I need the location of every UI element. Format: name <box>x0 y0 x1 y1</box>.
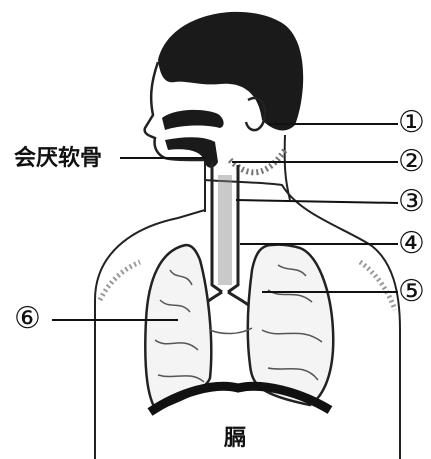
leader-line-3 <box>236 200 398 203</box>
heart-region <box>210 328 252 334</box>
marker-3-label: ③ <box>398 187 425 217</box>
pharynx <box>165 137 218 168</box>
marker-2-label: ② <box>398 147 425 177</box>
nasal-cavity <box>162 110 224 130</box>
trachea-shading <box>218 175 232 285</box>
epiglottis-label: 会厌软骨 <box>14 148 102 170</box>
marker-4-label: ④ <box>398 229 425 259</box>
diaphragm-label: 膈 <box>224 428 246 450</box>
marker-6-label: ⑥ <box>14 304 41 334</box>
marker-1-label: ① <box>398 108 425 138</box>
marker-5-label: ⑤ <box>398 277 425 307</box>
